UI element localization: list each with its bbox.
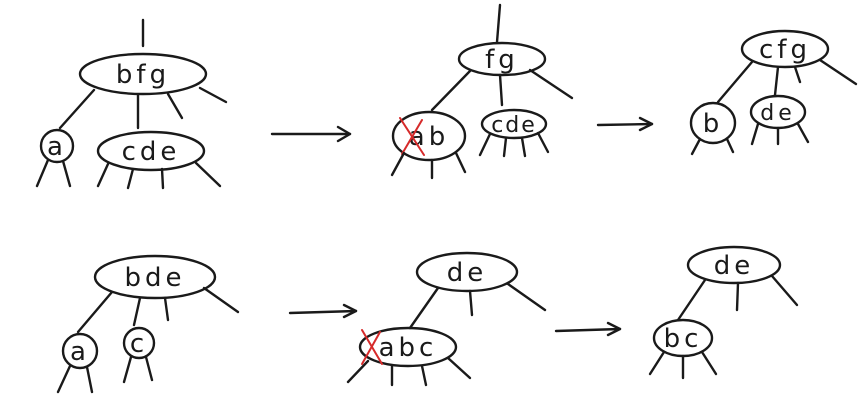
node-label-de: de [447,258,488,288]
tree-row2-step1: bde a c [56,254,240,394]
edge [35,158,50,188]
arrow-head [638,116,654,132]
edge [144,355,154,382]
node-label-a: a [70,337,90,367]
edge [122,355,133,384]
edge [536,131,550,154]
node-cde [96,130,206,172]
edge [390,151,406,177]
arrow-head [606,321,622,337]
edge [498,73,504,107]
edge [818,58,858,86]
edge [468,289,474,317]
edge [166,92,184,120]
edge [202,286,240,314]
arrow [288,309,358,315]
node-bde [93,254,217,300]
edge [700,350,718,376]
tree-row2-step3: de bc [648,245,799,380]
edge [58,88,96,130]
node-cde [480,108,548,140]
node-label-de: de [714,251,755,281]
node-fg [457,41,547,77]
tree-row1-step2: fg ab cde [390,3,574,180]
edge [408,286,440,330]
edge [194,161,222,188]
tree-row1-step1: bfg a cde [35,18,228,190]
tree-row1-step3: cfg b de [689,29,858,156]
edge [61,159,72,188]
edge [446,356,472,380]
node-label-fg: fg [485,45,519,75]
edge [132,296,142,327]
node-abc [358,326,458,368]
edge [56,364,72,394]
node-ab [391,110,467,162]
arrow-head [342,303,358,319]
arrow [554,327,622,333]
edge [76,290,114,334]
node-bfg [78,52,208,96]
edge [648,350,666,376]
edge [85,365,94,394]
node-cfg [740,29,830,69]
edge [528,68,574,100]
node-label-cfg: cfg [759,35,811,65]
node-label-cde: cde [491,113,537,138]
node-label-a: a [47,132,67,162]
edge [735,281,740,312]
node-a [39,128,75,164]
edge [502,136,508,158]
node-label-c: c [130,329,148,359]
edge [96,162,110,188]
strike-mark [401,119,423,155]
node-label-bde: bde [124,263,185,293]
edge [520,136,527,158]
parent-edge [495,3,502,44]
node-label-ab: ab [409,122,449,152]
node-label-b: b [703,109,724,139]
edge [430,69,472,112]
edge [198,86,228,104]
tree-row2-step2: de abc [346,251,547,387]
edge [793,65,802,84]
edge [796,122,810,144]
edge [346,359,370,384]
edge [750,122,760,146]
node-de [686,245,782,285]
edge [676,278,707,322]
edge [454,151,467,174]
edge [770,274,799,307]
strike-mark [361,331,381,365]
edge [690,137,702,156]
edge [725,137,735,154]
node-label-abc: abc [379,333,438,363]
node-b [689,101,737,145]
arrow [596,122,654,127]
node-a [61,332,99,370]
node-de [415,251,519,293]
node-label-bc: bc [664,324,703,354]
node-label-cde: cde [122,137,181,167]
node-c [122,326,156,360]
edge [420,364,428,387]
node-label-bfg: bfg [116,60,170,90]
edge [160,167,165,190]
node-label-de: de [760,101,796,126]
edge [506,282,547,312]
edge [163,296,170,322]
arrow-head [336,125,352,143]
edge [478,132,492,157]
edge [773,65,780,97]
edge [716,60,754,104]
edge [126,167,135,190]
